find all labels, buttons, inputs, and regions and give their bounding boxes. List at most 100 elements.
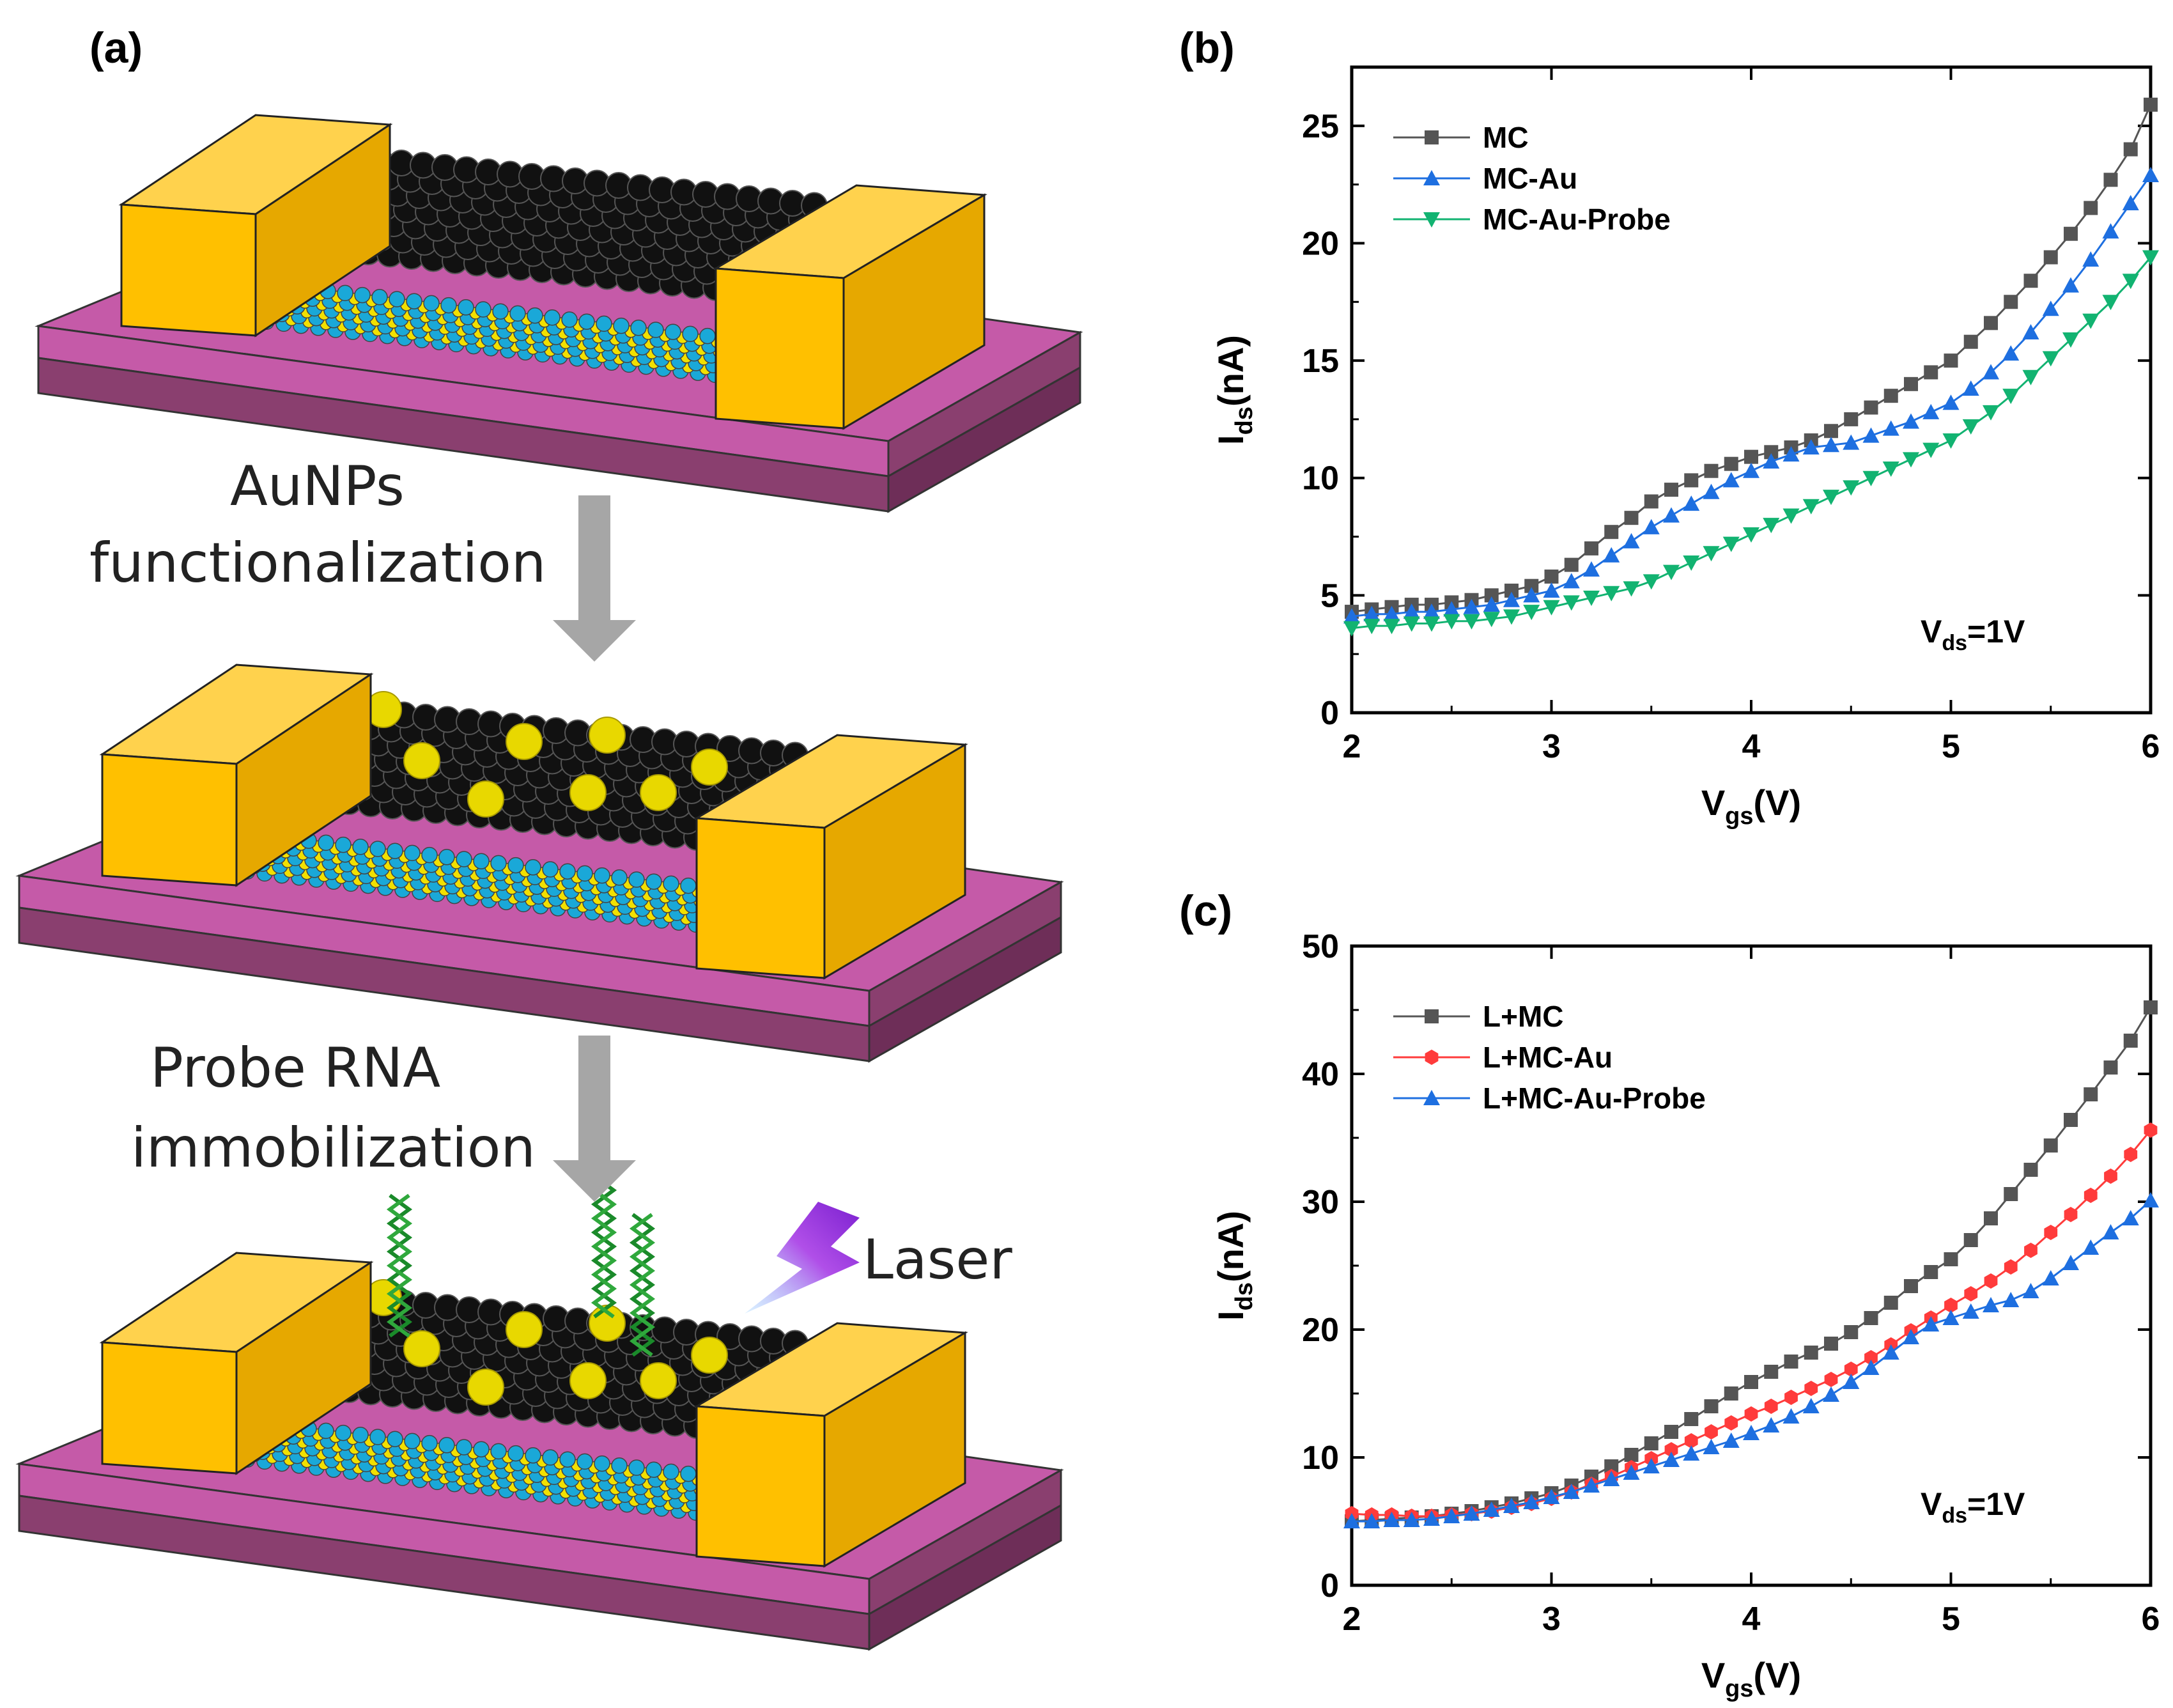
legend-entry: MC [1393, 121, 1529, 154]
atom-blue [490, 855, 507, 872]
step1-label-line2: functionalization [89, 531, 546, 595]
data-point [1423, 1090, 1440, 1105]
data-point [1624, 1448, 1639, 1462]
atom-blue [561, 311, 578, 328]
legend-entry: MC-Au-Probe [1393, 203, 1671, 236]
data-point [1962, 1303, 1979, 1319]
panel-label-c: (c) [1179, 887, 1232, 935]
x-tick-label: 4 [1742, 728, 1761, 765]
panel-label-b: (b) [1179, 24, 1235, 72]
data-point [2042, 300, 2059, 316]
data-point [2102, 295, 2119, 311]
data-point [1463, 598, 1480, 614]
atom-blue [438, 849, 455, 866]
data-point [1963, 334, 1978, 349]
data-point [1425, 1009, 1439, 1023]
series-l-mc-au-probe [1343, 1192, 2159, 1528]
atom-blue [544, 309, 561, 326]
rna-strand [386, 1193, 413, 1338]
y-tick-label: 15 [1302, 343, 1339, 380]
data-point [1764, 1365, 1779, 1379]
electrode-right-front [695, 1405, 826, 1567]
atom-blue [490, 1443, 507, 1460]
plot-frame [1350, 944, 2153, 1587]
data-point [2082, 313, 2100, 329]
electrode-right-side [823, 743, 966, 980]
atom-blue [337, 284, 353, 302]
data-point [1862, 427, 1880, 443]
panel-label-a: (a) [89, 24, 143, 72]
au-nanoparticle [467, 1369, 504, 1406]
data-point [1503, 609, 1520, 625]
x-tick-label: 2 [1343, 1601, 1361, 1638]
atom-blue [492, 303, 509, 320]
data-point [1524, 578, 1539, 593]
data-point [1644, 1436, 1659, 1450]
data-point [1363, 605, 1380, 621]
data-point [1564, 557, 1579, 572]
data-point [1704, 1399, 1719, 1413]
laser-bolt-icon [745, 1202, 860, 1314]
channel-atoms [241, 145, 828, 384]
data-point [1983, 1297, 1999, 1312]
data-point [1724, 456, 1738, 471]
data-point [2022, 1283, 2039, 1298]
data-point [1383, 619, 1400, 635]
electrode-left-front [101, 1341, 238, 1475]
au-nanoparticle [640, 774, 677, 811]
data-point [1563, 1484, 1580, 1499]
atom-blue [354, 286, 371, 304]
data-point [1663, 564, 1680, 580]
data-point [1764, 1399, 1778, 1414]
data-point [2082, 251, 2100, 267]
atom-blue [423, 295, 440, 312]
data-point [1544, 569, 1559, 584]
data-point [1804, 1381, 1818, 1396]
data-point [1722, 472, 1740, 488]
x-tick-label: 5 [1942, 728, 1960, 765]
electrode-right [693, 1322, 968, 1568]
data-point [2122, 195, 2139, 211]
data-point [1604, 1459, 1619, 1473]
data-point [1403, 1512, 1420, 1527]
data-point [1924, 1265, 1938, 1279]
data-point [2062, 277, 2079, 293]
electrode-left-side [254, 123, 391, 338]
atom-blue [335, 836, 352, 853]
data-point [1782, 1408, 1800, 1424]
data-point [2123, 1034, 2138, 1048]
atom-blue [663, 875, 679, 892]
data-point [1523, 605, 1540, 621]
data-point [1363, 619, 1380, 635]
au-nanoparticle [589, 717, 626, 754]
data-point [2042, 1270, 2059, 1285]
data-point [2022, 369, 2039, 385]
atom-blue [594, 1455, 610, 1472]
electrode-left-front [101, 753, 238, 887]
atom-blue [318, 1422, 334, 1440]
legend-entry: L+MC-Au [1393, 1041, 1612, 1074]
data-point [1443, 614, 1460, 630]
atom-blue [665, 323, 681, 340]
atom-blue [596, 315, 612, 332]
atom-blue [646, 873, 662, 890]
data-point [1744, 449, 1758, 464]
data-point [2004, 1187, 2018, 1201]
series-line [1351, 1130, 2152, 1518]
atom-blue [630, 320, 647, 336]
data-point [1963, 1233, 1978, 1247]
electrode-left [118, 114, 393, 338]
legend-entry: L+MC [1393, 1000, 1564, 1033]
data-point [1862, 470, 1880, 486]
atom-blue [352, 1427, 369, 1443]
data-point [1864, 400, 1878, 415]
data-point [2102, 223, 2119, 239]
vds-annotation: Vds=1V [1921, 614, 2025, 655]
data-point [1802, 439, 1820, 454]
data-point [1504, 584, 1519, 598]
data-point [1984, 1273, 1998, 1289]
data-point [2062, 1255, 2079, 1270]
atom-blue [335, 1424, 352, 1441]
